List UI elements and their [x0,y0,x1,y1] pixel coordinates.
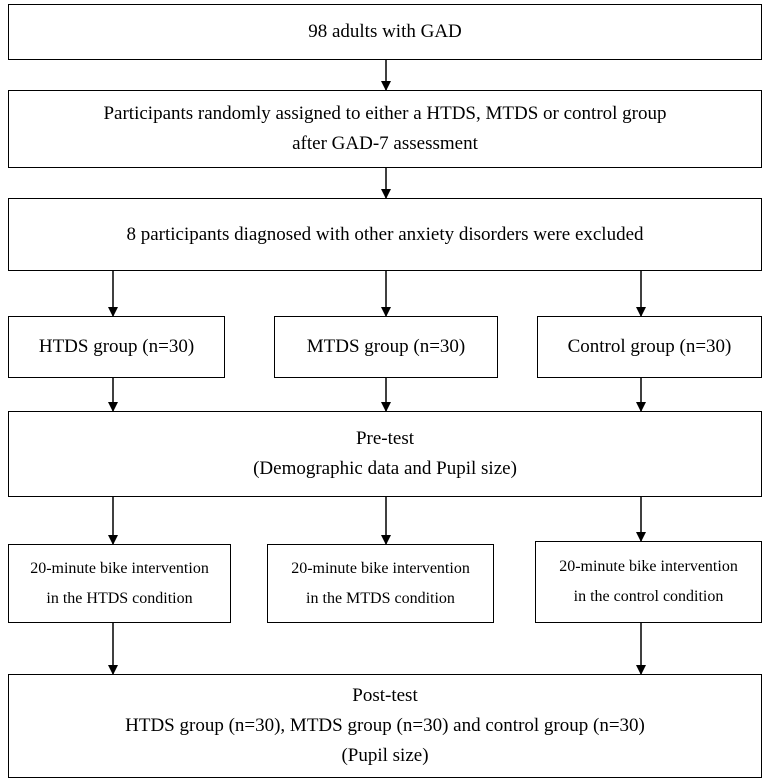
randomization-box: Participants randomly assigned to either… [8,90,762,168]
mtds-group-box: MTDS group (n=30) [274,316,498,378]
randomization-line-1: Participants randomly assigned to either… [103,103,667,124]
pretest-box: Pre-test (Demographic data and Pupil siz… [8,411,762,497]
start-text: 98 adults with GAD [308,21,462,42]
htds-group-text: HTDS group (n=30) [38,336,195,357]
htds-group-box: HTDS group (n=30) [8,316,225,378]
mtds-group-text: MTDS group (n=30) [306,336,466,357]
control-group-text: Control group (n=30) [567,336,732,357]
intervention-control-box: 20-minute bike intervention in the contr… [535,541,762,623]
posttest-line-3: (Pupil size) [341,745,429,766]
intervention-mtds-line-1: 20-minute bike intervention [291,559,470,577]
intervention-htds-line-2: in the HTDS condition [46,589,193,607]
control-group-box: Control group (n=30) [537,316,762,378]
pretest-line-1: Pre-test [355,428,415,449]
intervention-htds-box: 20-minute bike intervention in the HTDS … [8,544,231,623]
posttest-line-1: Post-test [352,685,418,706]
intervention-mtds-line-2: in the MTDS condition [306,589,455,607]
posttest-box: Post-test HTDS group (n=30), MTDS group … [8,674,762,778]
exclusion-box: 8 participants diagnosed with other anxi… [8,198,762,271]
intervention-htds-line-1: 20-minute bike intervention [30,559,209,577]
intervention-control-line-1: 20-minute bike intervention [559,558,738,575]
intervention-control-line-2: in the control condition [573,588,724,605]
posttest-line-2: HTDS group (n=30), MTDS group (n=30) and… [125,715,645,736]
pretest-line-2: (Demographic data and Pupil size) [253,458,517,479]
start-box: 98 adults with GAD [8,4,762,60]
randomization-line-2: after GAD-7 assessment [292,133,478,154]
intervention-mtds-box: 20-minute bike intervention in the MTDS … [267,544,494,623]
exclusion-text: 8 participants diagnosed with other anxi… [126,223,644,245]
